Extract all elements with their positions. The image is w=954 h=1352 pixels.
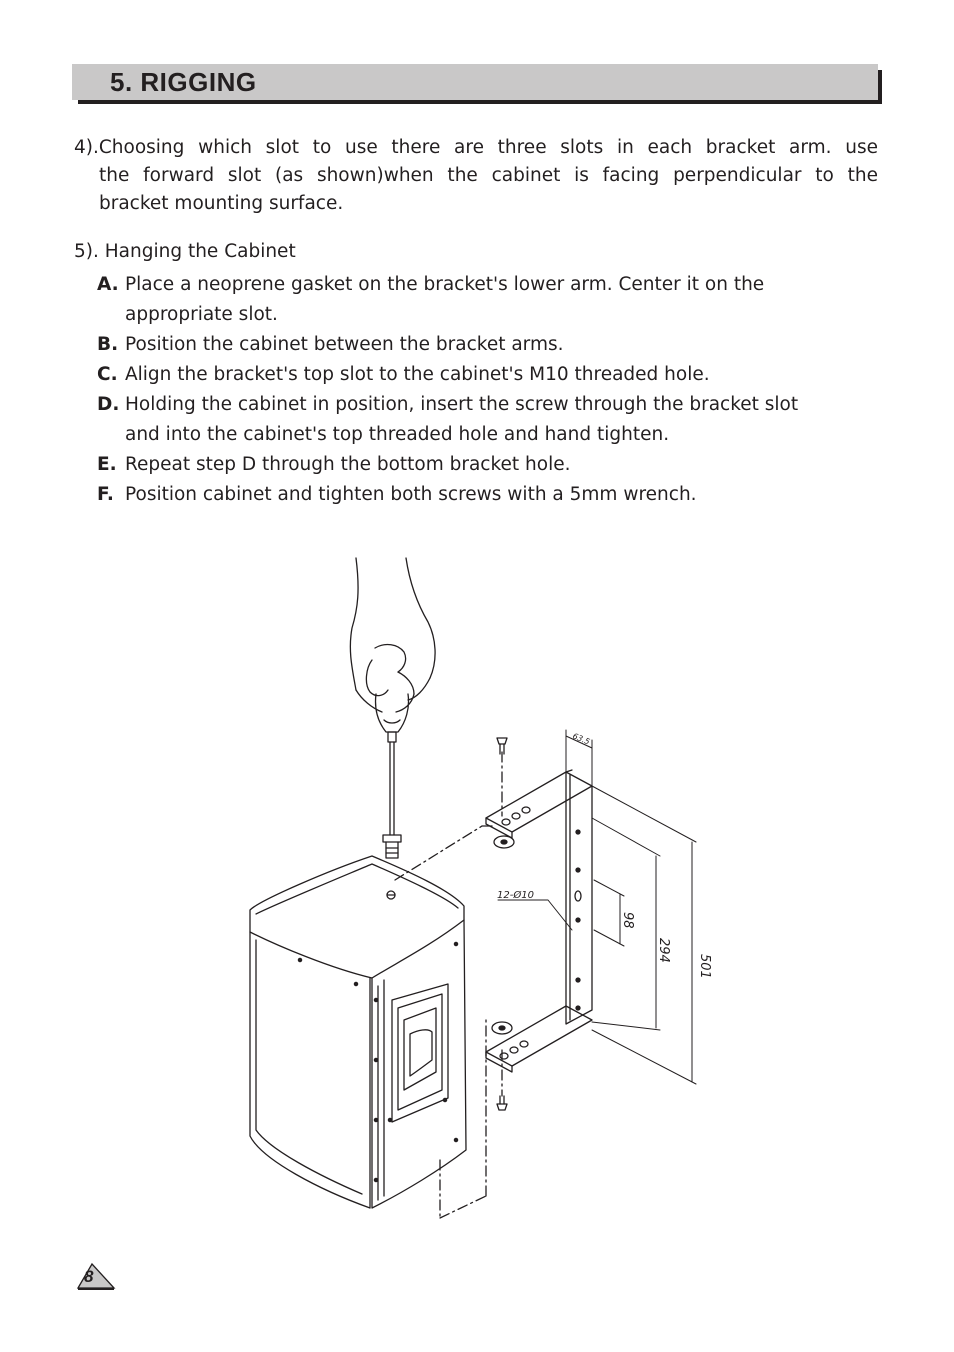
step-text: Position cabinet and tighten both screws… [125, 484, 697, 505]
page-number-triangle [76, 1262, 116, 1290]
header-shadow-bottom [78, 100, 882, 104]
bottom-screw [496, 1095, 508, 1111]
step-text: Align the bracket's top slot to the cabi… [125, 364, 710, 385]
hand-illustration [349, 557, 436, 713]
dimension-label-294: 294 [656, 938, 671, 963]
step-5c: C. Align the bracket's top slot to the c… [97, 360, 877, 390]
dimension-label-98: 98 [620, 912, 635, 929]
step-5f: F. Position cabinet and tighten both scr… [97, 480, 877, 510]
step-letter: D. [97, 394, 120, 415]
step-letter: E. [97, 454, 117, 475]
screwdriver [374, 693, 410, 859]
dimension-label-holes: 12-Ø10 [497, 889, 534, 901]
step-letter: A. [97, 274, 119, 295]
step-5d: D. Holding the cabinet in position, inse… [97, 390, 877, 450]
wall-bracket [485, 769, 593, 1073]
step-text: Repeat step D through the bottom bracket… [125, 454, 571, 475]
top-screw [496, 737, 508, 755]
step-4-line-2: the forward slot (as shown)when the cabi… [99, 165, 878, 186]
header-fill [72, 64, 878, 100]
step-text-continued: appropriate slot. [125, 304, 278, 325]
header-shadow-right [878, 70, 882, 104]
step-4-paragraph: 4).Choosing which slot to use there are … [74, 134, 878, 218]
dimension-label-top: 63.5 [571, 732, 591, 747]
dimension-lines [497, 729, 697, 1085]
rigging-illustration: 63.5 12-Ø10 98 294 501 [249, 557, 712, 1219]
step-4-line-3: bracket mounting surface. [99, 193, 344, 214]
step-text-continued: and into the cabinet's top threaded hole… [125, 424, 670, 445]
step-text: Holding the cabinet in position, insert … [125, 394, 799, 415]
section-title: 5. RIGGING [110, 67, 257, 97]
bottom-washer [491, 1021, 513, 1035]
page-number-tab: 8 [74, 1262, 118, 1290]
step-5e: E. Repeat step D through the bottom brac… [97, 450, 877, 480]
speaker-cabinet [249, 855, 467, 1209]
step-letter: C. [97, 364, 118, 385]
top-washer [493, 835, 515, 849]
dimension-label-501: 501 [697, 954, 712, 979]
step-5-title: 5). Hanging the Cabinet [74, 241, 296, 262]
step-5a: A. Place a neoprene gasket on the bracke… [97, 270, 877, 330]
step-letter: F. [97, 484, 114, 505]
step-text: Position the cabinet between the bracket… [125, 334, 564, 355]
step-text: Place a neoprene gasket on the bracket's… [125, 274, 765, 295]
step-letter: B. [97, 334, 119, 355]
step-4-line-1: 4).Choosing which slot to use there are … [74, 137, 878, 158]
page-number: 8 [84, 1267, 94, 1286]
section-header-bar: 5. RIGGING [72, 64, 882, 104]
step-5-list: A. Place a neoprene gasket on the bracke… [97, 270, 877, 510]
step-5b: B. Position the cabinet between the brac… [97, 330, 877, 360]
